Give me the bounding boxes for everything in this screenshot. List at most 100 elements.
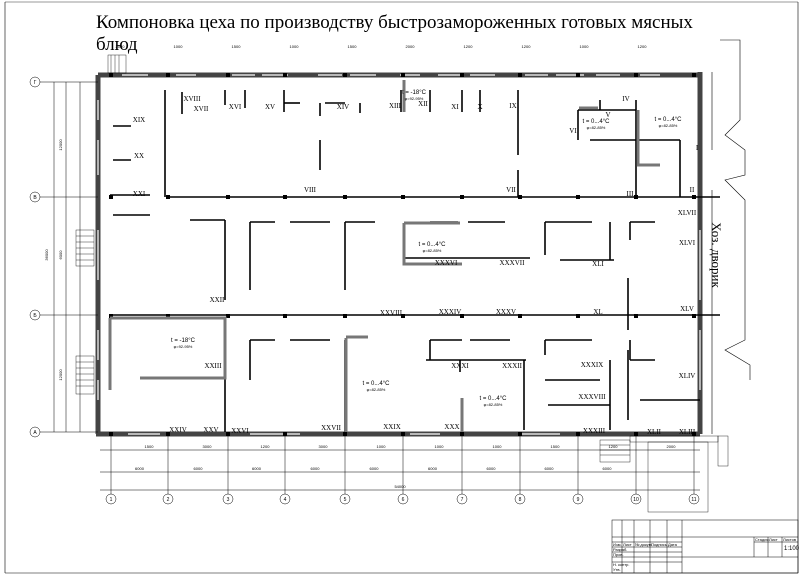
total-length: 54000 (394, 484, 406, 489)
axis-letter-v: В (33, 195, 37, 201)
climate-humidity: φ=82-85% (587, 125, 606, 130)
room-label: XXXII (502, 362, 522, 370)
room-label: XXXVII (500, 259, 526, 267)
tb-developer: Разраб. (613, 547, 627, 552)
room-label: XXI (133, 190, 146, 198)
left-span-2: 6000 (58, 250, 63, 260)
room-labels: IIIIIIIVVVIVIIVIIIIXXXIXIIXIIIXIVXVXVIXV… (133, 95, 699, 436)
left-span-1: 12000 (58, 139, 63, 151)
title-block (611, 519, 799, 574)
bay-dimension: 6000 (428, 466, 438, 471)
axis-number: 7 (461, 497, 464, 503)
climate-humidity: φ=92-95% (174, 344, 193, 349)
tb-header-3: Подпись (651, 542, 667, 547)
room-label: IX (509, 102, 516, 110)
room-label: XXXV (496, 308, 516, 316)
tb-sheets: Листов (783, 537, 796, 542)
axis-number: 6 (402, 497, 405, 503)
room-label: I (696, 144, 699, 152)
climate-temperature: t = -18°C (171, 338, 196, 344)
room-label: XXVIII (380, 309, 403, 317)
axis-letter-a: А (33, 430, 37, 436)
small-dimension: 1200 (522, 44, 532, 49)
climate-humidity: φ=82-85% (423, 248, 442, 253)
small-dimension: 2000 (667, 444, 677, 449)
bay-dimension: 6000 (487, 466, 497, 471)
bay-dimension: 6000 (135, 466, 145, 471)
bay-dimension: 6000 (370, 466, 380, 471)
small-dimension: 1200 (609, 444, 619, 449)
tb-scale: 1:100 (784, 546, 800, 552)
left-span-3: 12000 (58, 369, 63, 381)
small-dimension: 1000 (493, 444, 503, 449)
tb-header-1: Лист (623, 542, 632, 547)
room-label: XXVII (321, 424, 341, 432)
axis-letter-g: Г (34, 80, 37, 86)
climate-humidity: φ=82-85% (484, 402, 503, 407)
room-label: XVII (194, 105, 209, 113)
room-label: XX (134, 152, 144, 160)
climate-temperature: t = -18°C (402, 90, 427, 96)
right-entrance-stairs (599, 435, 729, 513)
axis-number: 1 (110, 497, 113, 503)
room-label: IV (622, 95, 629, 103)
room-label: XXVI (231, 427, 249, 435)
drawing-title: Компоновка цеха по производству быстроза… (96, 12, 693, 55)
tb-approved: Утв. (613, 567, 621, 572)
bay-dimension: 6000 (545, 466, 555, 471)
room-label: XXXI (451, 362, 469, 370)
climate-temperature: t = 0...4°C (363, 381, 391, 387)
axis-number: 10 (633, 497, 639, 503)
room-label: XXIV (169, 426, 187, 434)
room-label: XII (418, 100, 428, 108)
room-label: XXXVIII (578, 393, 606, 401)
room-label: XI (451, 103, 459, 111)
climate-temperature: t = 0...4°C (480, 396, 508, 402)
small-dimension: 1000 (174, 44, 184, 49)
svg-text:А: А (33, 430, 37, 436)
room-label: XLIV (679, 372, 696, 380)
small-dimension: 2000 (116, 44, 126, 49)
small-dimension: 2000 (406, 44, 416, 49)
climate-humidity: φ=82-85% (367, 387, 386, 392)
small-dimension: 1500 (145, 444, 155, 449)
small-dimension: 1200 (464, 44, 474, 49)
small-dimension: 1000 (580, 44, 590, 49)
room-label: XL (593, 308, 602, 316)
room-label: XXXIV (439, 308, 462, 316)
axis-letter-b: Б (33, 313, 37, 319)
climate-humidity: φ=82-85% (659, 123, 678, 128)
svg-text:Б: Б (33, 313, 37, 319)
room-label: XXXVI (435, 259, 458, 267)
climate-notes: t = -18°Cφ=92-95%t = 0...4°Cφ=82-85%t = … (171, 90, 682, 407)
room-label: XXIX (383, 423, 401, 431)
tb-checker: Пров. (613, 552, 624, 557)
tb-norm-control: Н. контр. (613, 562, 630, 567)
tb-header-0: Изм. (613, 542, 622, 547)
svg-text:Г: Г (34, 80, 37, 86)
room-label: XLVI (679, 239, 696, 247)
room-label: XXX (444, 423, 459, 431)
axis-number: 4 (284, 497, 287, 503)
partitions (110, 90, 720, 432)
room-label: XLI (592, 260, 604, 268)
room-label: XIII (389, 102, 402, 110)
room-label: X (477, 103, 482, 111)
small-dimension: 1500 (232, 44, 242, 49)
left-entrance-stairs (75, 54, 127, 395)
axis-number: 9 (577, 497, 580, 503)
small-dimension: 3000 (319, 444, 329, 449)
room-label: XXXIII (583, 427, 606, 435)
climate-humidity: φ=92-95% (405, 96, 424, 101)
tb-stage: Стадия (755, 537, 769, 542)
climate-temperature: t = 0...4°C (419, 242, 447, 248)
room-label: XXV (203, 426, 218, 434)
room-label: XXXIX (581, 361, 604, 369)
room-label: XIX (133, 116, 145, 124)
room-label: III (627, 190, 635, 198)
courtyard-label: Хоз. дворик (709, 222, 724, 288)
room-label: II (690, 186, 695, 194)
room-label: XVI (229, 103, 242, 111)
